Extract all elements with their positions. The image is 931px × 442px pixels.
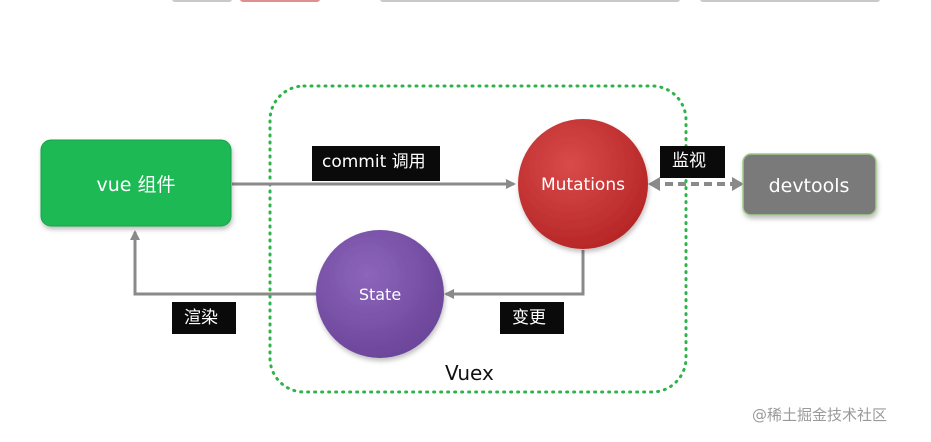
monitor-arrow-head-left	[648, 177, 660, 191]
state-node	[316, 230, 444, 358]
vuex-container	[268, 84, 688, 394]
monitor-label: 监视	[660, 146, 725, 178]
cropped-top-text	[0, 0, 931, 6]
commit-label: commit 调用	[312, 146, 440, 181]
vue-component-label: vue 组件	[96, 174, 175, 196]
render-label: 渲染	[172, 302, 236, 334]
devtools-label: devtools	[769, 175, 850, 197]
render-arrow	[130, 230, 318, 296]
monitor-arrow-head-right	[732, 177, 744, 191]
change-label: 变更	[500, 302, 564, 334]
change-arrow	[444, 250, 585, 299]
mutations-label: Mutations	[541, 175, 625, 195]
watermark: @稀土掘金技术社区	[752, 406, 888, 424]
state-label: State	[359, 285, 401, 304]
devtools-box	[742, 153, 877, 216]
vue-component-box	[40, 139, 232, 227]
mutations-node	[518, 119, 648, 249]
vuex-container-label: Vuex	[445, 361, 494, 385]
